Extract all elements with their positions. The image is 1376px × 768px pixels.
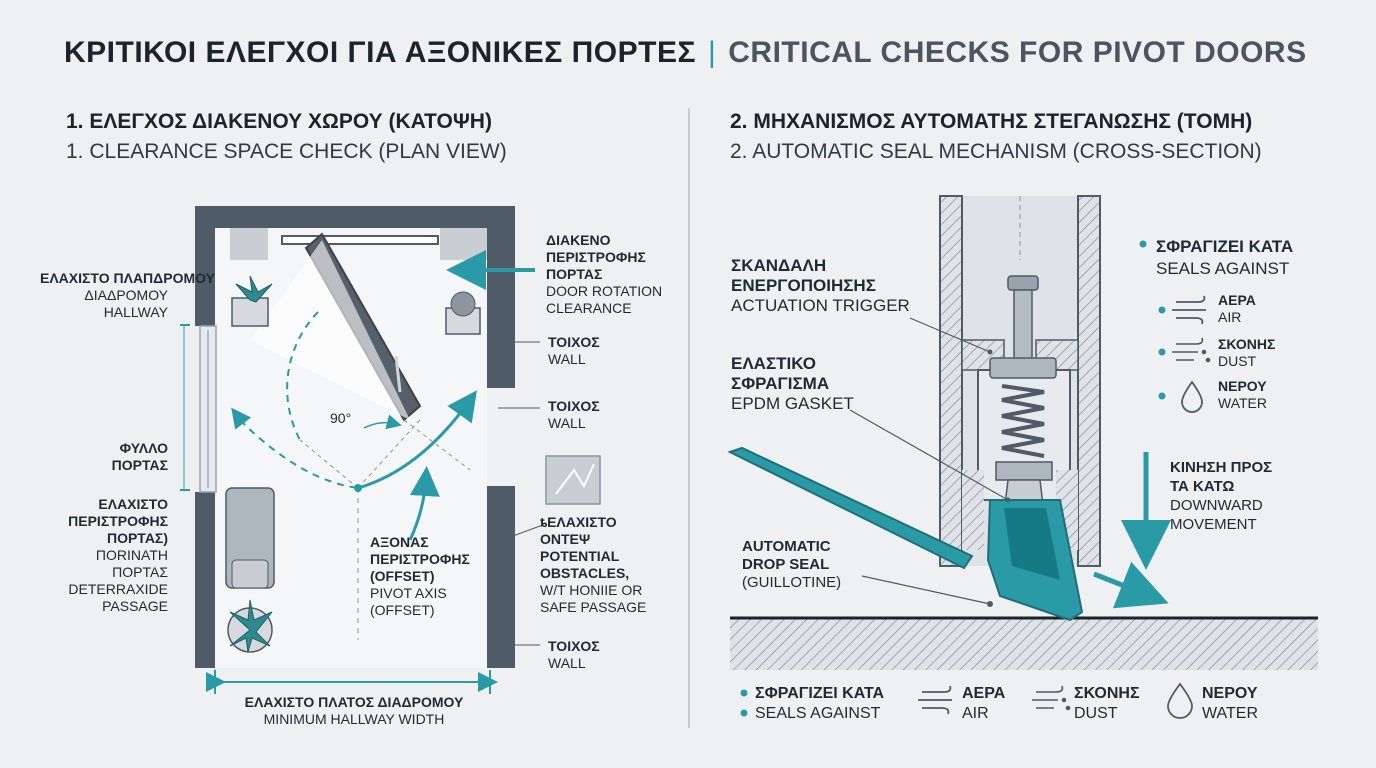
right-wall-lower: [487, 486, 515, 668]
chair-icon: [225, 487, 275, 589]
plant-top-right-icon: [445, 291, 481, 335]
cross-section: [727, 195, 1318, 719]
plant-bottom-left-icon: [227, 599, 273, 653]
label-gasket: ΕΛΑΣΤΙΚΟ ΣΦΡΑΓΙΣΜΑ EPDM GASKET: [731, 354, 854, 413]
dust-icon-2: [1032, 685, 1071, 711]
label-min-hallway: ΕΛΑΧΙΣΤΟ ΠΛΑΠΔΡΟΜΟΥ ΔΙΑΔΡΟΜΟΥ HALLWAY: [40, 270, 215, 320]
plant-top-left-icon: [231, 275, 273, 327]
section1-title-english: 1. CLEARANCE SPACE CHECK (PLAN VIEW): [66, 140, 507, 163]
label-drop-seal: AUTOMATIC DROP SEAL (GUILLOTINE): [742, 538, 842, 591]
air-icon-1: [1172, 295, 1206, 325]
left-wall-upper: [195, 206, 215, 326]
obstacle-icon: [545, 455, 601, 505]
title-separator: |: [707, 36, 717, 69]
title-greek: ΚΡΙΤΙΚΟΙ ΕΛΕΓΧΟΙ ΓΙΑ ΑΞΟΝΙΚΕΣ ΠΟΡΤΕΣ: [64, 36, 696, 69]
label-air: ΑΕΡΑ AIR: [1218, 292, 1256, 325]
label-angle: 90°: [330, 410, 352, 426]
pivot-point: [354, 484, 362, 492]
label-pivot-axis: ΑΞΟΝΑΣ ΠΕΡΙΣΤΡΟΦΗΣ (OFFSET) PIVOT AXIS (…: [370, 534, 470, 618]
label-obstacles: ȶΕΛΑΧΙΣΤΟ ΟΝΤΕΨ POTENTIAL OBSTACLES, W/T…: [540, 514, 647, 615]
plan-view: [180, 206, 601, 694]
legend-air: ΑΕΡΑ AIR: [962, 685, 1006, 722]
top-wall: [195, 206, 515, 228]
left-wall-lower: [195, 492, 215, 668]
section2-title-greek: 2. ΜΗΧΑΝΙΣΜΟΣ ΑΥΤΟΜΑΤΗΣ ΣΤΕΓΑΝΩΣΗΣ (ΤΟΜΗ…: [730, 110, 1253, 133]
dust-icon-1: [1172, 337, 1211, 363]
label-water: ΝΕΡΟΥ WATER: [1218, 378, 1267, 411]
label-wall-1: ΤΟΙΧΟΣ WALL: [548, 334, 600, 367]
right-wall-upper: [487, 206, 515, 388]
section2-title-english: 2. AUTOMATIC SEAL MECHANISM (CROSS-SECTI…: [730, 140, 1262, 163]
page-title: ΚΡΙΤΙΚΟΙ ΕΛΕΓΧΟΙ ΓΙΑ ΑΞΟΝΙΚΕΣ ΠΟΡΤΕΣ | CRI…: [64, 36, 1307, 70]
title-english: CRITICAL CHECKS FOR PIVOT DOORS: [728, 36, 1307, 69]
section-divider: [688, 108, 690, 728]
label-downward: ΚΙΝΗΣΗ ΠΡΟΣ ΤΑ ΚΑΤΩ DOWNWARD MOVEMENT: [1170, 459, 1273, 533]
section1-title-greek: 1. ΕΛΕΓΧΟΣ ΔΙΑΚΕΝΟΥ ΧΩΡΟΥ (ΚΑΤΟΨΗ): [66, 110, 492, 133]
legend-dust: ΣΚΟΝΗΣ DUST: [1074, 685, 1140, 722]
legend-seals: ΣΦΡΑΓΙΖΕΙ ΚΑΤΑ SEALS AGAINST: [755, 685, 885, 722]
label-wall-3: ΤΟΙΧΟΣ WALL: [548, 638, 600, 671]
water-icon-1: [1181, 380, 1203, 413]
legend-water: ΝΕΡΟΥ WATER: [1202, 685, 1258, 722]
label-dust: ΣΚΟΝΗΣ DUST: [1218, 336, 1276, 369]
spring: [1001, 384, 1045, 458]
trigger-cap: [1007, 275, 1039, 291]
label-door-leaf: ΦΥΛΛΟ ΠΟΡΤΑΣ: [111, 440, 168, 473]
label-wall-2: ΤΟΙΧΟΣ WALL: [548, 398, 600, 431]
label-rotation-clearance: ΔΙΑΚΕΝΟ ΠΕΡΙΣΤΡΟΦΗΣ ΠΟΡΤΑΣ DOOR ROTATION…: [546, 232, 663, 316]
label-trigger: ΣΚΑΝΔΑΛΗ ΕΝΕΡΓΟΠΟΙΗΣΗΣ ACTUATION TRIGGER: [731, 256, 910, 315]
label-min-width: ΕΛΑΧΙΣΤΟ ΠΛΑΤΟΣ ΔΙΑΔΡΟΜΟΥ MINIMUM HALLWA…: [244, 694, 464, 727]
label-seals-against: ΣΦΡΑΓΙΖΕΙ ΚΑΤΑ SEALS AGAINST: [1156, 237, 1294, 278]
air-icon-2: [918, 685, 952, 715]
label-min-rotation: ΕΛΑΧΙΣΤΟ ΠΕΡΙΣΤΡΟΦΗΣ ΠΟΡΤΑΣ) ΠΟRΙΝΑΤΗ ΠΟ…: [68, 496, 168, 614]
water-icon-2: [1167, 682, 1193, 719]
